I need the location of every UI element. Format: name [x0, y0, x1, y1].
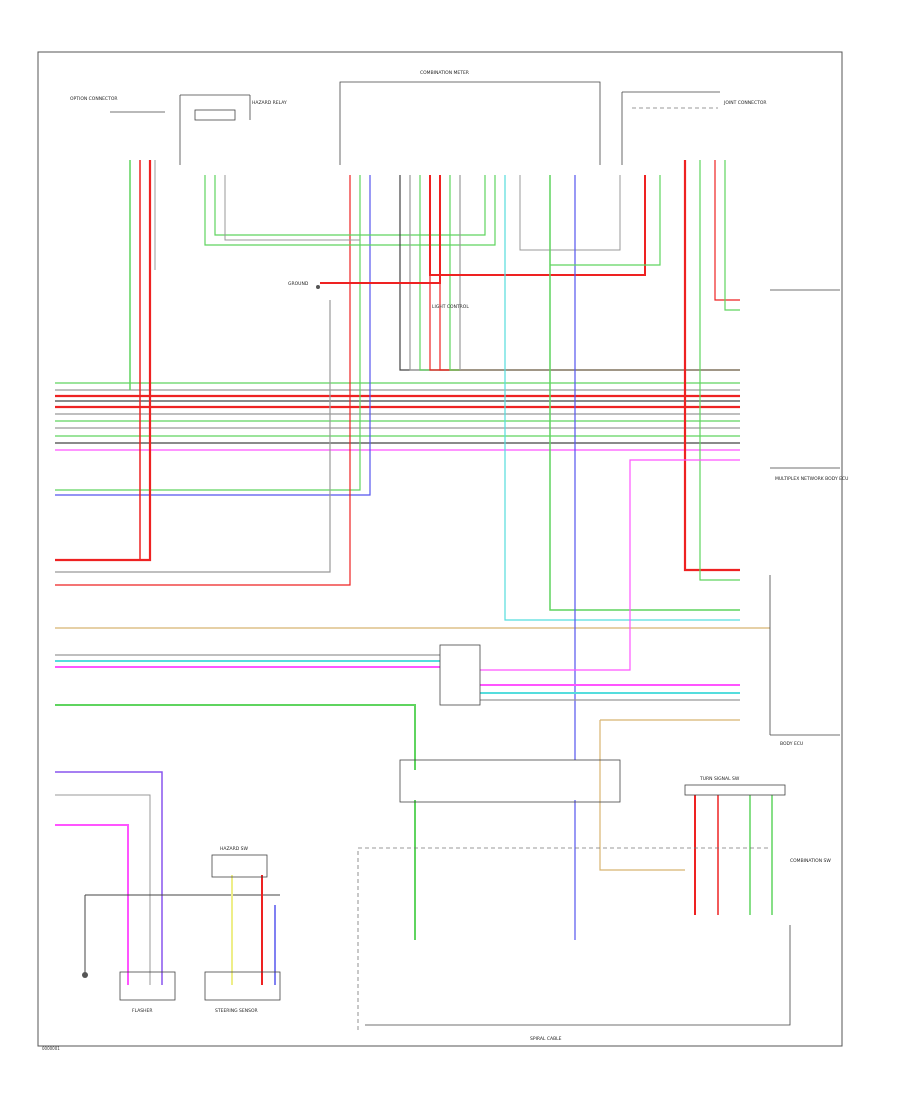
- turn-signal-switch-label: TURN SIGNAL SW: [699, 776, 740, 782]
- wire-left-blue: [55, 175, 371, 496]
- combination-switch-label: COMBINATION SW: [790, 858, 831, 864]
- main-ecu-label: COMBINATION METER: [420, 70, 469, 76]
- wire-ecu-down: [419, 175, 740, 371]
- bottom-left-module-label: FLASHER: [132, 1008, 153, 1014]
- wire-hz-green-2: [214, 175, 486, 236]
- right-module-2: BODY ECU: [769, 575, 840, 747]
- wire-layer: [55, 160, 773, 985]
- connector-top-right: JOINT CONNECTOR: [621, 91, 767, 165]
- wire-bl-purple: [55, 771, 163, 985]
- turn-signal-box: [399, 759, 621, 803]
- wire-rc-green-2: [699, 160, 740, 581]
- wire-left-red: [55, 160, 152, 562]
- wire-rc-green: [550, 175, 661, 266]
- light-control-module: LIGHT CONTROL: [432, 304, 469, 310]
- wire-bl-pink: [55, 824, 129, 985]
- right-module-1: MULTIPLEX NETWORK BODY ECU: [770, 289, 848, 482]
- wire-green-long: [549, 175, 740, 611]
- light-control-label: LIGHT CONTROL: [432, 304, 469, 310]
- wire-rc-green-3: [724, 160, 740, 311]
- wire-ecu-red-loop: [429, 175, 646, 276]
- wire-left-gray: [55, 300, 331, 573]
- bottom-left-module: FLASHER: [119, 971, 176, 1014]
- wire-rc-red-2: [714, 160, 740, 301]
- wire-rc-red: [683, 160, 740, 572]
- wire-hz-gray: [224, 175, 360, 241]
- joint-box-middle: [439, 644, 481, 706]
- bottom-mid-module: STEERING SENSOR HAZARD SW: [204, 846, 281, 1014]
- footer-code: 0000001: [42, 1046, 60, 1051]
- svg-text:GROUND: GROUND: [288, 281, 309, 287]
- connector-top-left-label: OPTION CONNECTOR: [70, 96, 118, 102]
- wire-left-red-2: [55, 175, 351, 586]
- wire-hz-green: [204, 175, 496, 246]
- wire-ecu-down: [459, 175, 740, 371]
- wire-ecu-down: [429, 175, 740, 371]
- hazard-switch-label: HAZARD SW: [220, 846, 249, 852]
- wire-cyan-long: [504, 175, 740, 621]
- wire-ground-red: [320, 175, 441, 284]
- diagram-frame: [37, 51, 843, 1047]
- wire-green-down: [55, 704, 416, 770]
- combination-switch: COMBINATION SW SPIRAL CABLE TURN SIGNAL …: [357, 776, 831, 1042]
- ground-symbol-upper: GROUND: [288, 281, 320, 289]
- wire-bl-gray: [55, 794, 151, 985]
- right-module-2-label: BODY ECU: [780, 741, 803, 747]
- wire-tan-down: [599, 720, 685, 871]
- ground-symbol-lower: [82, 972, 88, 978]
- bottom-mid-module-label: STEERING SENSOR: [215, 1008, 258, 1014]
- connector-top-right-label: JOINT CONNECTOR: [723, 100, 767, 106]
- right-module-1-label: MULTIPLEX NETWORK BODY ECU: [775, 476, 848, 482]
- main-ecu: COMBINATION METER: [339, 70, 601, 165]
- wire-ecu-down: [449, 175, 740, 371]
- spiral-cable-label: SPIRAL CABLE: [530, 1036, 562, 1042]
- wire-left-green: [55, 175, 361, 491]
- wire-gray-loop: [519, 175, 621, 251]
- wire-pink-up: [480, 459, 740, 671]
- hazard-relay: HAZARD RELAY: [179, 94, 287, 165]
- hazard-relay-label: HAZARD RELAY: [252, 100, 287, 106]
- connector-top-left: OPTION CONNECTOR: [70, 96, 165, 113]
- wire-ecu-down: [399, 175, 740, 371]
